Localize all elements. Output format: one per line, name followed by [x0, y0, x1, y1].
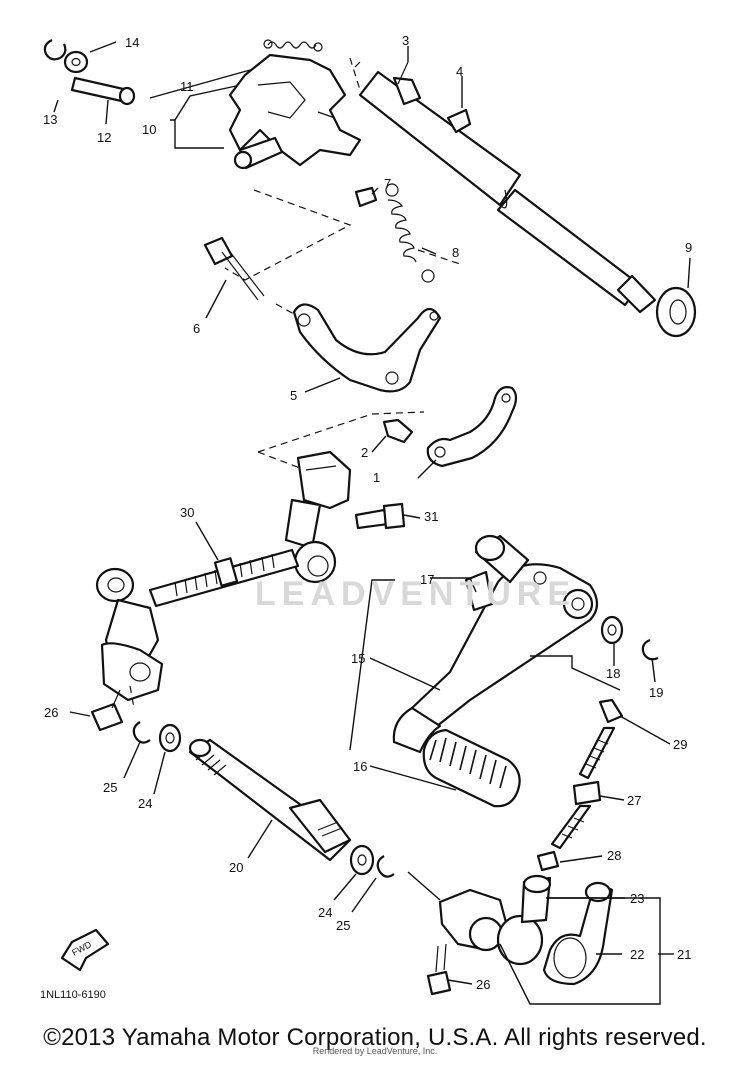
callout-26b: 26 [476, 977, 490, 992]
callout-25: 25 [103, 780, 117, 795]
callout-31: 31 [424, 509, 438, 524]
shift-shaft-assembly [43, 39, 697, 469]
watermark-text: LEADVENTURE [255, 575, 577, 613]
callout-2: 2 [361, 445, 368, 460]
callout-21: 21 [677, 947, 691, 962]
callout-25b: 25 [336, 918, 350, 933]
callout-16: 16 [353, 759, 367, 774]
callout-26: 26 [44, 705, 58, 720]
copyright-footer: ©2013 Yamaha Motor Corporation, U.S.A. A… [43, 1024, 707, 1051]
callout-8: 8 [452, 245, 459, 260]
fwd-arrow-icon: FWD [60, 928, 110, 972]
callout-18: 18 [606, 666, 620, 681]
callout-29: 29 [673, 737, 687, 752]
callout-13: 13 [43, 112, 57, 127]
callout-3: 3 [402, 33, 409, 48]
callout-labels: 1 2 3 4 5 6 7 8 9 10 11 12 13 14 15 16 1… [40, 33, 692, 1001]
callout-20: 20 [229, 860, 243, 875]
callout-7: 7 [384, 176, 391, 191]
callout-12: 12 [97, 130, 111, 145]
callout-5: 5 [290, 388, 297, 403]
callout-28: 28 [607, 848, 621, 863]
shaft-20 [188, 738, 441, 901]
shift-pedal-15 [349, 534, 659, 808]
part-code: 1NL110-6190 [40, 989, 106, 1001]
callout-4: 4 [456, 64, 463, 79]
callout-23: 23 [630, 891, 644, 906]
callout-19: 19 [649, 685, 663, 700]
callout-27: 27 [627, 793, 641, 808]
linkage-assembly [90, 450, 406, 753]
callout-22: 22 [630, 947, 644, 962]
callout-6: 6 [193, 321, 200, 336]
rendered-by-note: Rendered by LeadVenture, Inc. [312, 1046, 438, 1056]
callout-14: 14 [125, 35, 139, 50]
callout-24: 24 [138, 796, 152, 811]
callout-11: 11 [180, 79, 194, 94]
callout-15: 15 [351, 651, 365, 666]
callout-1: 1 [373, 470, 380, 485]
callout-17: 17 [420, 572, 434, 587]
callout-9: 9 [685, 240, 692, 255]
joint-assembly-21 [426, 874, 661, 1005]
callout-10: 10 [142, 122, 156, 137]
callout-24b: 24 [318, 905, 332, 920]
adjuster-27 [536, 698, 624, 872]
callout-30: 30 [180, 505, 194, 520]
leader-lines [53, 41, 691, 985]
